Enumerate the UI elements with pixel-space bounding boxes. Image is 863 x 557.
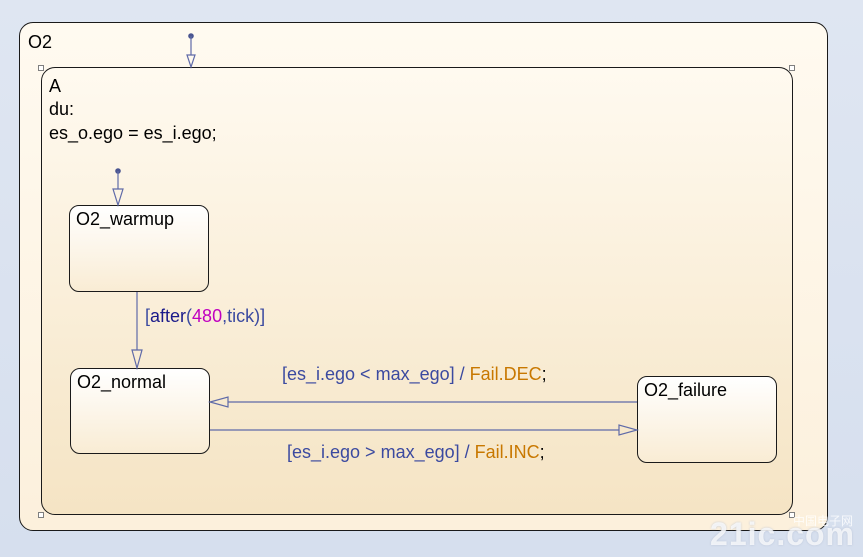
label-number: 480	[192, 306, 223, 326]
label-bracket-open: [	[145, 306, 151, 326]
transition-label-normal-to-failure[interactable]: [es_i.ego > max_ego] / Fail.INC;	[287, 442, 545, 463]
selection-handle[interactable]	[38, 512, 44, 518]
transition-warmup-to-normal[interactable]	[131, 292, 143, 371]
label-end: ;	[539, 442, 545, 462]
selection-handle[interactable]	[789, 512, 795, 518]
label-event: Fail.INC	[474, 442, 540, 462]
label-condition: [es_i.ego > max_ego] /	[287, 442, 475, 462]
state-a-action-code: es_o.ego = es_i.ego;	[49, 123, 217, 143]
label-condition: [es_i.ego < max_ego] /	[282, 364, 470, 384]
state-o2-normal[interactable]: O2_normal	[70, 368, 210, 454]
state-o2-normal-name: O2_normal	[77, 372, 167, 392]
label-end: ;	[541, 364, 547, 384]
state-o2-warmup-name: O2_warmup	[76, 209, 175, 229]
label-keyword-after: after	[150, 306, 187, 326]
transition-label-failure-to-normal[interactable]: [es_i.ego < max_ego] / Fail.DEC;	[282, 364, 547, 385]
watermark-caption: 中国电子网	[792, 514, 853, 528]
transition-normal-to-failure[interactable]	[210, 424, 640, 436]
transition-failure-to-normal[interactable]	[207, 396, 637, 408]
label-rest: ,tick)]	[222, 306, 266, 326]
selection-handle[interactable]	[789, 65, 795, 71]
state-o2-failure-name: O2_failure	[644, 380, 728, 400]
state-o2-failure[interactable]: O2_failure	[637, 376, 777, 463]
label-paren-open: (	[186, 306, 193, 326]
watermark-logo: 21ic.com	[710, 516, 855, 552]
default-transition-a[interactable]	[186, 33, 196, 69]
state-a-action-label: du:	[49, 99, 75, 119]
default-transition-warmup[interactable]	[112, 168, 124, 208]
selection-handle[interactable]	[38, 65, 44, 71]
state-o2-warmup[interactable]: O2_warmup	[69, 205, 209, 292]
transition-label-warmup-to-normal[interactable]: [after(480,tick)]	[145, 306, 265, 327]
state-o2-name: O2	[28, 32, 53, 52]
label-event: Fail.DEC	[469, 364, 542, 384]
state-a-name: A	[49, 76, 62, 96]
